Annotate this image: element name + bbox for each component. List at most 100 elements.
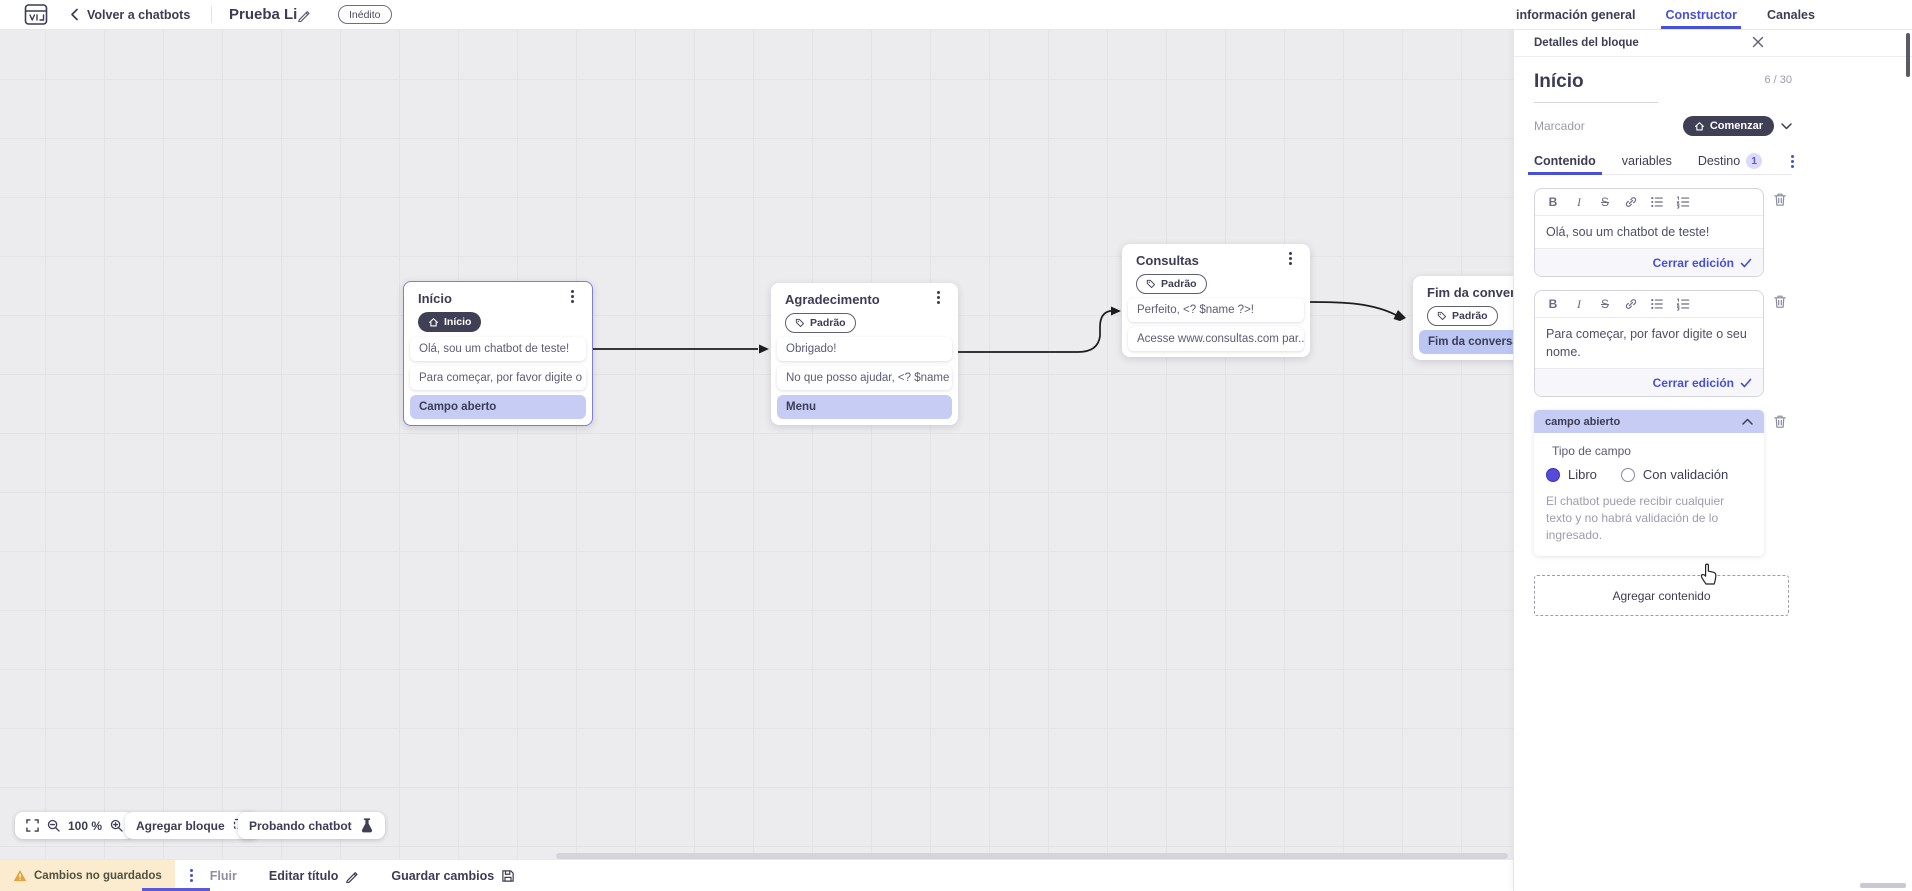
zoom-in-icon[interactable] <box>110 819 123 832</box>
field-type-label: Tipo de campo <box>1552 444 1631 458</box>
rich-text-toolbar: B I S <box>1535 291 1763 318</box>
edit-title-button[interactable]: Editar título <box>269 869 359 883</box>
node-kebab-menu-icon[interactable] <box>933 292 944 303</box>
flow-canvas[interactable] <box>0 29 1513 891</box>
italic-icon[interactable]: I <box>1577 194 1581 209</box>
tab-canales[interactable]: Canales <box>1767 7 1815 22</box>
main-tabs: información general Constructor Canales <box>1516 0 1815 29</box>
close-panel-icon[interactable] <box>1752 36 1764 48</box>
active-flow-underline <box>142 888 210 891</box>
panel-horizontal-scrollbar[interactable] <box>1860 883 1906 888</box>
tab-variables[interactable]: variables <box>1621 154 1672 168</box>
status-bar: Cambios no guardados Fluir Editar título… <box>0 859 1513 891</box>
tag-icon <box>1146 279 1156 289</box>
tab-contenido[interactable]: Contenido <box>1528 148 1602 175</box>
flow-kebab-menu-icon[interactable] <box>186 870 197 881</box>
node-row-message[interactable]: No que posso ajudar, <? $name ... <box>777 366 952 390</box>
strikethrough-icon[interactable]: S <box>1600 195 1609 209</box>
node-row-message[interactable]: Olá, sou um chatbot de teste! <box>410 336 586 361</box>
node-title: Consultas <box>1136 253 1199 268</box>
zoom-controls[interactable]: 100 % <box>15 812 135 839</box>
node-title: Fim da conversa <box>1427 285 1530 300</box>
open-field-header[interactable]: campo abierto <box>1534 410 1764 433</box>
content-block-editor: B I S Para começar, por favor digite o s… <box>1534 290 1764 397</box>
save-icon <box>502 869 514 882</box>
panel-header-title: Detalles del bloque <box>1534 36 1639 49</box>
default-badge: Padrão <box>1136 274 1207 294</box>
save-changes-button[interactable]: Guardar cambios <box>391 869 515 883</box>
bold-icon[interactable]: B <box>1548 195 1558 209</box>
link-icon[interactable] <box>1621 192 1641 212</box>
panel-vertical-scrollbar[interactable] <box>1906 33 1910 77</box>
bullet-list-icon[interactable] <box>1647 294 1667 314</box>
tab-destino[interactable]: Destino 1 <box>1698 148 1763 174</box>
flow-node-agradecimento[interactable]: Agradecimento Padrão Obrigado! No que po… <box>771 283 958 425</box>
open-field-block: campo abierto Tipo de campo Libro Con va… <box>1534 410 1764 556</box>
chevron-up-icon <box>1742 418 1753 425</box>
message-text-input[interactable]: Olá, sou um chatbot de teste! <box>1546 225 1710 239</box>
radio-con-validacion[interactable] <box>1620 467 1635 482</box>
warning-triangle-icon <box>13 870 27 882</box>
node-row-message[interactable]: Para começar, por favor digite o ... <box>410 365 586 390</box>
node-row-menu[interactable]: Menu <box>777 395 952 419</box>
strikethrough-icon[interactable]: S <box>1600 297 1609 311</box>
node-row-open-field[interactable]: Campo aberto <box>410 394 586 419</box>
node-row-message[interactable]: Acesse www.consultas.com par... <box>1128 327 1304 351</box>
bold-icon[interactable]: B <box>1548 297 1558 311</box>
node-kebab-menu-icon[interactable] <box>1285 253 1296 264</box>
tab-informacion-general[interactable]: información general <box>1516 7 1636 22</box>
flow-node-inicio[interactable]: Início Início Olá, sou um chatbot de tes… <box>403 281 593 426</box>
tag-icon <box>795 318 805 328</box>
char-counter: 6 / 30 <box>1764 74 1792 86</box>
radio-libre[interactable] <box>1546 467 1560 482</box>
edit-title-icon[interactable] <box>297 0 311 29</box>
start-badge: Início <box>418 312 482 332</box>
panel-tabs: Contenido variables Destino 1 <box>1528 148 1794 175</box>
home-icon <box>1694 121 1704 131</box>
flow-node-consultas[interactable]: Consultas Padrão Perfeito, <? $name ?>! … <box>1122 244 1310 357</box>
fit-screen-icon[interactable] <box>26 819 39 832</box>
radio-libre-label[interactable]: Libro <box>1568 467 1597 482</box>
top-bar: Volver a chatbots Prueba Li Inédito info… <box>0 0 1912 30</box>
node-kebab-menu-icon[interactable] <box>567 291 578 302</box>
link-icon[interactable] <box>1621 294 1641 314</box>
content-block-editor: B I S Olá, sou um chatbot de teste! Cerr… <box>1534 188 1764 277</box>
node-title: Agradecimento <box>785 292 880 307</box>
panel-kebab-menu-icon[interactable] <box>1787 156 1798 167</box>
add-content-button[interactable]: Agregar contenido <box>1534 575 1789 616</box>
app-logo-icon[interactable] <box>24 0 49 29</box>
add-block-button[interactable]: Agregar bloque <box>125 812 259 839</box>
italic-icon[interactable]: I <box>1577 296 1581 311</box>
canvas-horizontal-scrollbar[interactable] <box>556 853 1508 859</box>
close-edit-button[interactable]: Cerrar edición <box>1653 376 1752 390</box>
node-row-message[interactable]: Obrigado! <box>777 337 952 361</box>
radio-con-validacion-label[interactable]: Con validación <box>1642 467 1729 482</box>
test-chatbot-button[interactable]: Probando chatbot <box>238 812 385 839</box>
back-to-chatbots-button[interactable]: Volver a chatbots <box>70 0 190 29</box>
close-edit-button[interactable]: Cerrar edición <box>1653 256 1752 270</box>
node-row-message[interactable]: Perfeito, <? $name ?>! <box>1128 298 1304 322</box>
home-icon <box>429 317 438 327</box>
unsaved-changes-chip: Cambios no guardados <box>0 860 175 891</box>
trash-icon[interactable] <box>1773 414 1787 429</box>
field-help-text: El chatbot puede recibir cualquier texto… <box>1546 494 1725 542</box>
marker-dropdown[interactable]: Comenzar <box>1682 116 1774 136</box>
divider <box>211 6 212 23</box>
trash-icon[interactable] <box>1773 192 1787 207</box>
numbered-list-icon[interactable] <box>1673 192 1693 212</box>
zoom-out-icon[interactable] <box>47 819 60 832</box>
chevron-down-icon[interactable] <box>1781 122 1792 130</box>
bullet-list-icon[interactable] <box>1647 192 1667 212</box>
numbered-list-icon[interactable] <box>1673 294 1693 314</box>
zoom-level: 100 % <box>68 818 103 833</box>
trash-icon[interactable] <box>1773 294 1787 309</box>
node-title: Início <box>418 291 452 306</box>
tab-fluir[interactable]: Fluir <box>209 868 237 883</box>
block-name-input[interactable]: Início <box>1534 71 1658 103</box>
marker-label: Marcador <box>1534 119 1585 133</box>
status-badge: Inédito <box>338 5 392 24</box>
chatbot-title: Prueba Li <box>229 6 298 23</box>
tab-constructor[interactable]: Constructor <box>1661 0 1741 29</box>
message-text-input[interactable]: Para começar, por favor digite o seu nom… <box>1546 327 1747 359</box>
